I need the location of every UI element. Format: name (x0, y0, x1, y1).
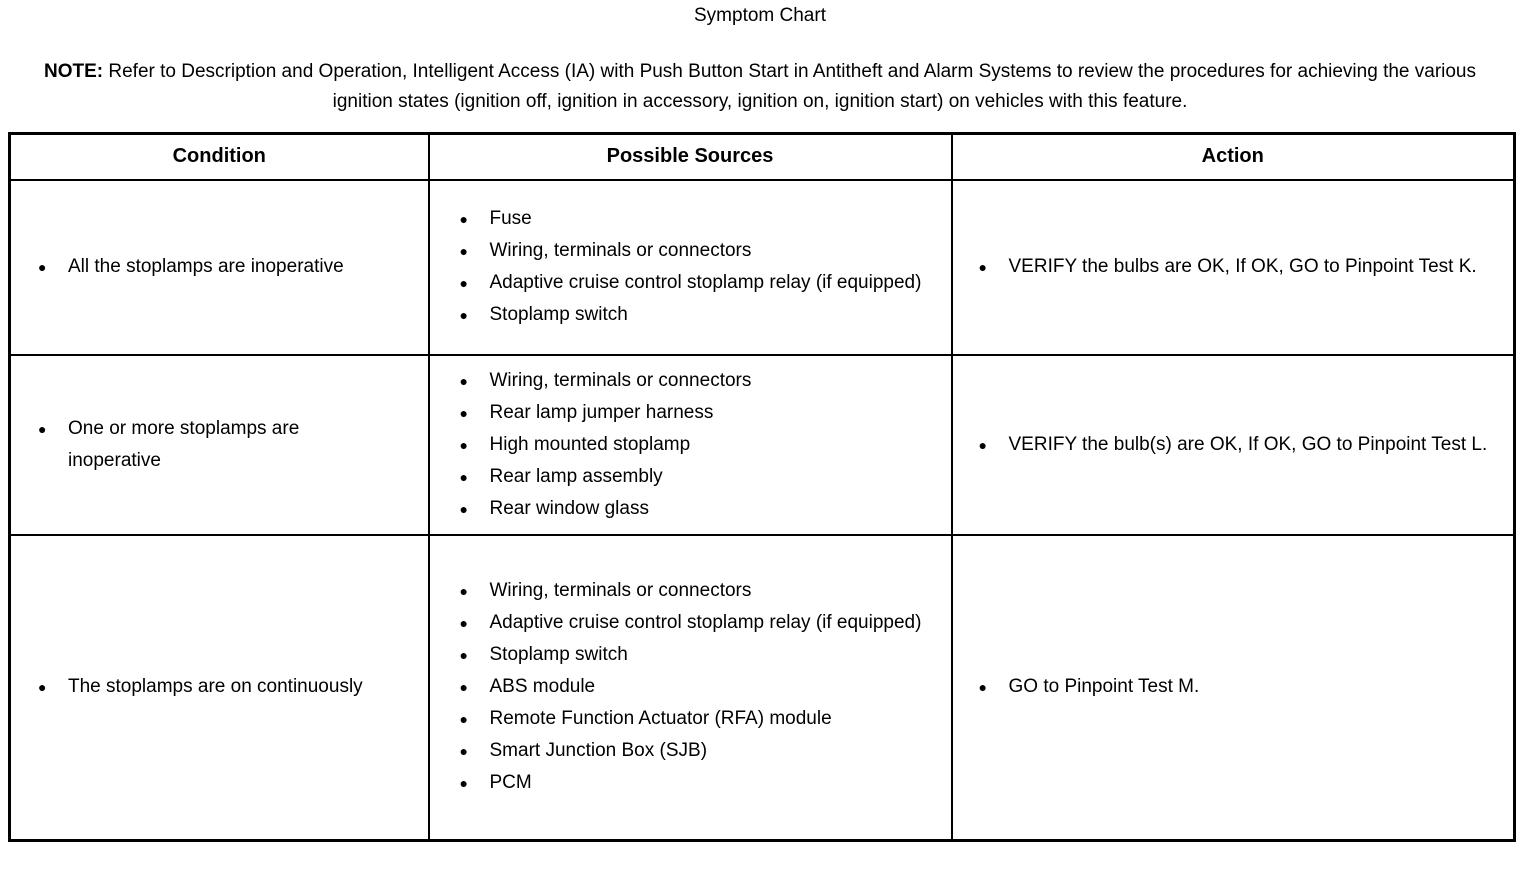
list-item: Adaptive cruise control stoplamp relay (… (430, 267, 951, 299)
note-label: NOTE: (43, 61, 104, 82)
table-row: One or more stoplamps are inoperative Wi… (8, 353, 1516, 536)
possible-sources-cell: Wiring, terminals or connectorsAdaptive … (427, 533, 953, 842)
condition-list: The stoplamps are on continuously (11, 671, 428, 703)
symptom-table: Condition Possible Sources Action All th… (8, 132, 1516, 842)
list-item: One or more stoplamps are inoperative (11, 413, 428, 477)
possible-sources-cell: FuseWiring, terminals or connectorsAdapt… (427, 178, 953, 356)
possible-sources-list: FuseWiring, terminals or connectorsAdapt… (430, 203, 951, 331)
list-item: VERIFY the bulb(s) are OK, If OK, GO to … (953, 429, 1514, 461)
condition-list: One or more stoplamps are inoperative (11, 413, 428, 477)
list-item: Adaptive cruise control stoplamp relay (… (430, 607, 951, 639)
list-item: Remote Function Actuator (RFA) module (430, 703, 951, 735)
list-item: High mounted stoplamp (430, 429, 951, 461)
column-header-possible-sources: Possible Sources (427, 132, 953, 181)
action-cell: VERIFY the bulb(s) are OK, If OK, GO to … (950, 353, 1516, 536)
condition-cell: One or more stoplamps are inoperative (8, 353, 430, 536)
possible-sources-cell: Wiring, terminals or connectorsRear lamp… (427, 353, 953, 536)
list-item: ABS module (430, 671, 951, 703)
list-item: Rear lamp jumper harness (430, 397, 951, 429)
list-item: Smart Junction Box (SJB) (430, 735, 951, 767)
list-item: Stoplamp switch (430, 639, 951, 671)
possible-sources-list: Wiring, terminals or connectorsRear lamp… (430, 365, 951, 525)
list-item: Rear window glass (430, 493, 951, 525)
list-item: The stoplamps are on continuously (11, 671, 428, 703)
list-item: Wiring, terminals or connectors (430, 235, 951, 267)
table-row: All the stoplamps are inoperative FuseWi… (8, 178, 1516, 356)
action-cell: GO to Pinpoint Test M. (950, 533, 1516, 842)
list-item: Rear lamp assembly (430, 461, 951, 493)
symptom-table-body: All the stoplamps are inoperative FuseWi… (8, 178, 1516, 842)
action-list: VERIFY the bulbs are OK, If OK, GO to Pi… (953, 251, 1514, 283)
list-item: Wiring, terminals or connectors (430, 365, 951, 397)
list-item: GO to Pinpoint Test M. (953, 671, 1514, 703)
list-item: Stoplamp switch (430, 299, 951, 331)
list-item: All the stoplamps are inoperative (11, 251, 428, 283)
action-list: VERIFY the bulb(s) are OK, If OK, GO to … (953, 429, 1514, 461)
condition-list: All the stoplamps are inoperative (11, 251, 428, 283)
page: Symptom Chart NOTE: Refer to Description… (0, 0, 1520, 842)
list-item: PCM (430, 767, 951, 799)
list-item: VERIFY the bulbs are OK, If OK, GO to Pi… (953, 251, 1514, 283)
list-item: Fuse (430, 203, 951, 235)
action-cell: VERIFY the bulbs are OK, If OK, GO to Pi… (950, 178, 1516, 356)
condition-cell: All the stoplamps are inoperative (8, 178, 430, 356)
note: NOTE: Refer to Description and Operation… (0, 57, 1520, 117)
header-row: Condition Possible Sources Action (8, 132, 1516, 181)
possible-sources-list: Wiring, terminals or connectorsAdaptive … (430, 575, 951, 799)
list-item: Wiring, terminals or connectors (430, 575, 951, 607)
note-text: Refer to Description and Operation, Inte… (108, 61, 1477, 112)
column-header-action: Action (950, 132, 1516, 181)
column-header-condition: Condition (8, 132, 430, 181)
table-row: The stoplamps are on continuously Wiring… (8, 533, 1516, 842)
action-list: GO to Pinpoint Test M. (953, 671, 1514, 703)
condition-cell: The stoplamps are on continuously (8, 533, 430, 842)
page-title: Symptom Chart (694, 5, 826, 26)
